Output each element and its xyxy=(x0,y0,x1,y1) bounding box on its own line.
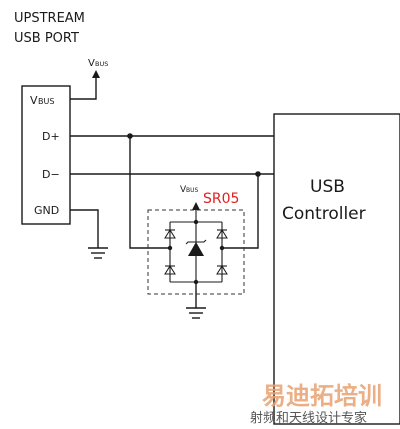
tvs-ground-icon xyxy=(186,307,206,319)
upstream-port-box xyxy=(21,85,71,225)
port-ground-icon xyxy=(88,247,108,259)
dplus-tap-wire xyxy=(129,136,170,249)
vbus-wire xyxy=(70,72,97,100)
vbus-label-sub: BUS xyxy=(95,60,108,68)
watermark: 易迪拓培训 射频和天线设计专家 xyxy=(250,382,382,426)
part-number-label: SR05 xyxy=(203,191,239,207)
pin-dminus-label: D− xyxy=(42,168,60,181)
tvs-vbus-arrow-icon xyxy=(192,202,200,210)
pin-dplus-label: D+ xyxy=(42,130,60,143)
watermark-main-text: 易迪拓培训 xyxy=(262,382,382,410)
vbus-output-label: V BUS xyxy=(88,58,108,69)
sr05-internal-circuit xyxy=(164,206,228,285)
tvs-vbus-main: V xyxy=(180,185,187,195)
controller-label-1: USB xyxy=(310,177,345,197)
title-line-1: UPSTREAM xyxy=(14,11,85,26)
watermark-sub-text: 射频和天线设计专家 xyxy=(250,410,367,426)
vbus-arrow-icon xyxy=(92,70,100,78)
vbus-label-main: V xyxy=(88,58,95,69)
tvs-vbus-sub: BUS xyxy=(186,187,199,194)
usb-controller-box xyxy=(273,113,400,425)
port-gnd-wire xyxy=(70,209,99,248)
controller-label-2: Controller xyxy=(282,204,366,224)
title-line-2: USB PORT xyxy=(14,31,79,46)
dminus-tap-wire xyxy=(220,174,259,249)
pin-gnd-label: GND xyxy=(34,204,59,217)
port-vbus-main: V xyxy=(30,94,38,107)
port-vbus-sub: BUS xyxy=(38,97,54,106)
